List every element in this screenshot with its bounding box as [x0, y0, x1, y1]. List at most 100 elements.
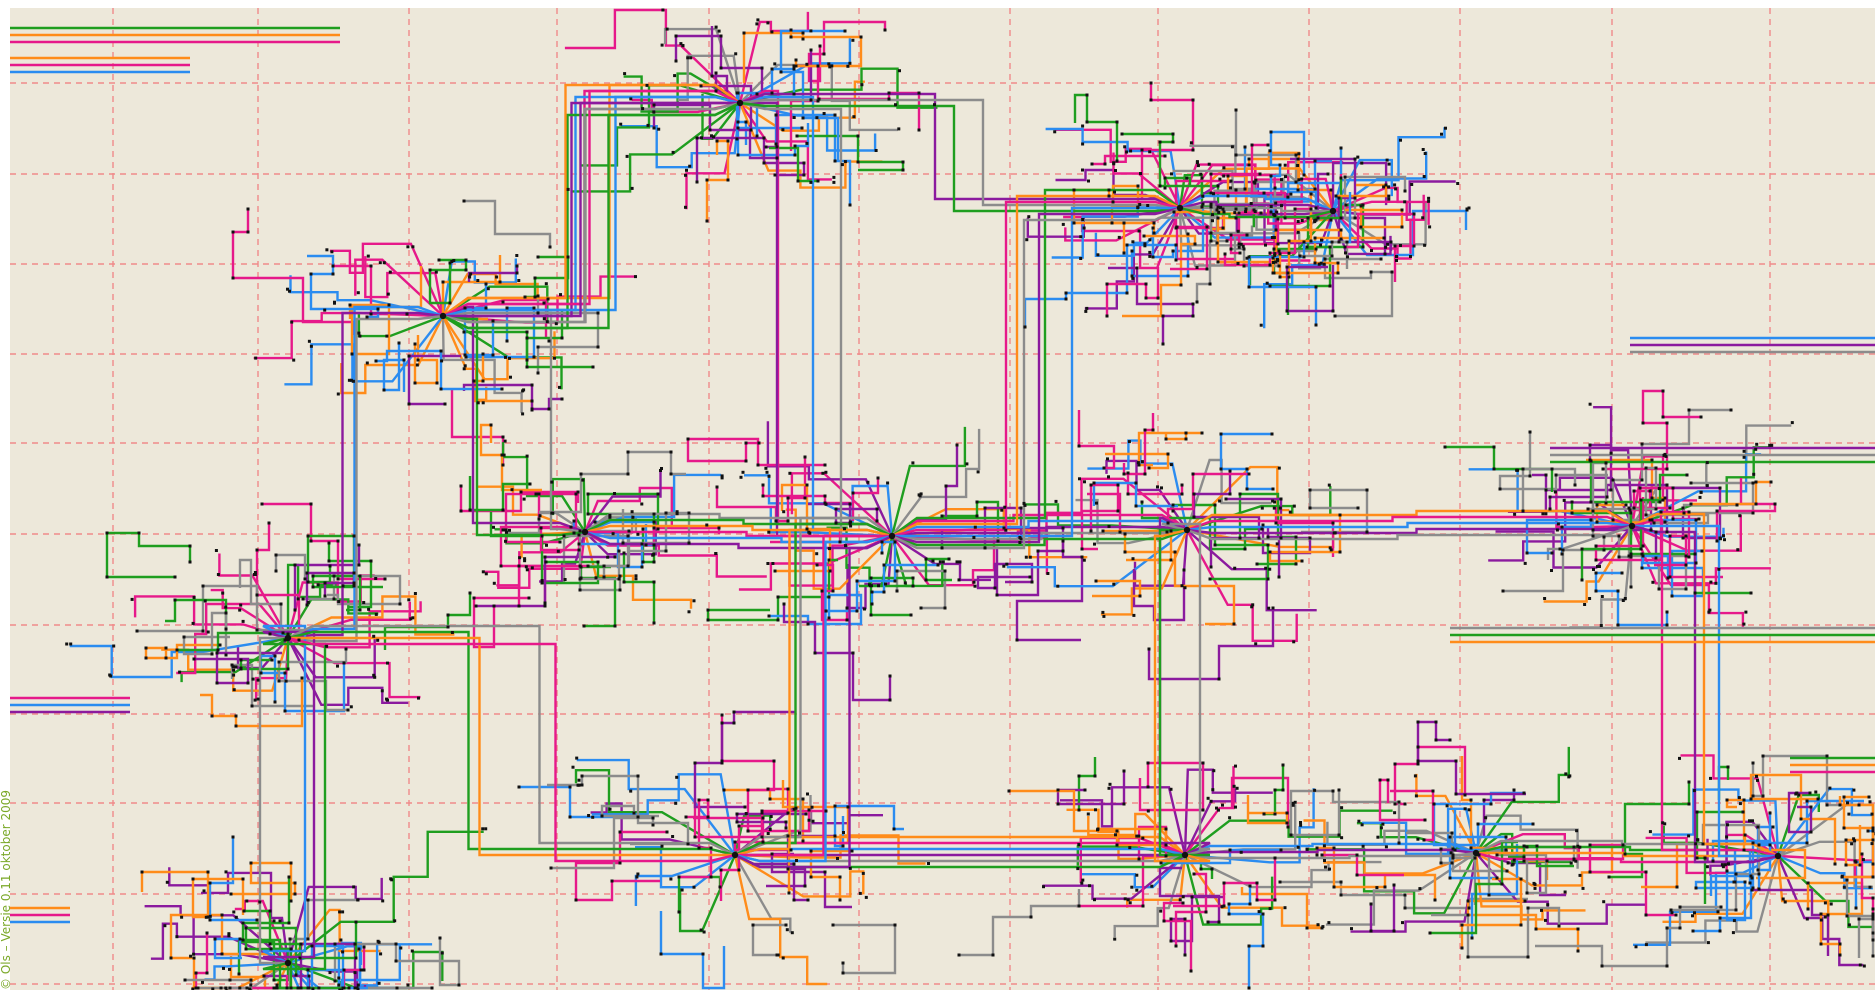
stop-marker — [229, 987, 232, 990]
stop-marker — [1743, 456, 1746, 459]
stop-marker — [1233, 211, 1236, 214]
stop-marker — [230, 893, 233, 896]
stop-marker — [1335, 195, 1338, 198]
stop-marker — [1814, 791, 1817, 794]
stop-marker — [1116, 160, 1119, 163]
stop-marker — [622, 542, 625, 545]
stop-marker — [1685, 564, 1688, 567]
stop-marker — [687, 438, 690, 441]
stop-marker — [136, 630, 139, 633]
stop-marker — [550, 867, 553, 870]
stop-marker — [1630, 556, 1633, 559]
stop-marker — [1424, 819, 1427, 822]
stop-marker — [297, 597, 300, 600]
stop-marker — [538, 493, 541, 496]
stop-marker — [1534, 883, 1537, 886]
stop-marker — [1123, 770, 1126, 773]
route-line — [744, 475, 892, 536]
stop-marker — [524, 296, 527, 299]
stop-marker — [1752, 512, 1755, 515]
stop-marker — [835, 508, 838, 511]
stop-marker — [1545, 474, 1548, 477]
stop-marker — [1872, 955, 1875, 958]
stop-marker — [747, 789, 750, 792]
stop-marker — [1218, 500, 1221, 503]
stop-marker — [500, 565, 503, 568]
stop-marker — [865, 896, 868, 899]
stop-marker — [1295, 536, 1298, 539]
stop-marker — [1217, 217, 1220, 220]
hub-west-lower — [285, 635, 291, 641]
stop-marker — [1217, 809, 1220, 812]
stop-marker — [1243, 265, 1246, 268]
stop-marker — [844, 544, 847, 547]
stop-marker — [1694, 553, 1697, 556]
stop-marker — [1639, 487, 1642, 490]
stop-marker — [1446, 804, 1449, 807]
stop-marker — [1128, 846, 1131, 849]
stop-marker — [1147, 786, 1150, 789]
stop-marker — [1159, 185, 1162, 188]
stop-marker — [703, 931, 706, 934]
stop-marker — [1228, 816, 1231, 819]
stop-marker — [222, 967, 225, 970]
stop-marker — [1320, 262, 1323, 265]
stop-marker — [587, 513, 590, 516]
stop-marker — [1288, 252, 1291, 255]
stop-marker — [745, 812, 748, 815]
stop-marker — [1135, 889, 1138, 892]
stop-marker — [1394, 187, 1397, 190]
stop-marker — [1658, 588, 1661, 591]
stop-marker — [1695, 562, 1698, 565]
stop-marker — [694, 762, 697, 765]
stop-marker — [233, 688, 236, 691]
stop-marker — [597, 561, 600, 564]
stop-marker — [775, 114, 778, 117]
stop-marker — [1207, 921, 1210, 924]
stop-marker — [1470, 799, 1473, 802]
stop-marker — [1688, 803, 1691, 806]
stop-marker — [290, 948, 293, 951]
stop-marker — [1770, 481, 1773, 484]
stop-marker — [851, 850, 854, 853]
stop-marker — [325, 248, 328, 251]
stop-marker — [1119, 531, 1122, 534]
stop-marker — [502, 509, 505, 512]
stop-marker — [289, 938, 292, 941]
stop-marker — [1617, 624, 1620, 627]
stop-marker — [325, 645, 328, 648]
stop-marker — [1752, 887, 1755, 890]
stop-marker — [1690, 503, 1693, 506]
stop-marker — [681, 44, 684, 47]
stop-marker — [1722, 534, 1725, 537]
stop-marker — [1339, 551, 1342, 554]
stop-marker — [912, 585, 915, 588]
stop-marker — [823, 53, 826, 56]
stop-marker — [1824, 901, 1827, 904]
stop-marker — [1173, 211, 1176, 214]
stop-marker — [1123, 803, 1126, 806]
stop-marker — [623, 72, 626, 75]
stop-marker — [816, 564, 819, 567]
stop-marker — [284, 672, 287, 675]
stop-marker — [1227, 195, 1230, 198]
stop-marker — [440, 388, 443, 391]
stop-marker — [828, 65, 831, 68]
stop-marker — [1003, 506, 1006, 509]
stop-marker — [395, 943, 398, 946]
stop-marker — [797, 180, 800, 183]
route-lines — [10, 10, 1875, 988]
stop-marker — [581, 775, 584, 778]
stop-marker — [216, 682, 219, 685]
stop-marker — [642, 561, 645, 564]
transit-network-map[interactable] — [10, 8, 1875, 990]
stop-marker — [1250, 605, 1253, 608]
network-drawing — [10, 8, 1875, 990]
stop-marker — [106, 532, 109, 535]
stop-marker — [1769, 844, 1772, 847]
stop-marker — [765, 146, 768, 149]
route-line — [1856, 831, 1873, 908]
stop-marker — [1774, 503, 1777, 506]
stop-marker — [317, 583, 320, 586]
